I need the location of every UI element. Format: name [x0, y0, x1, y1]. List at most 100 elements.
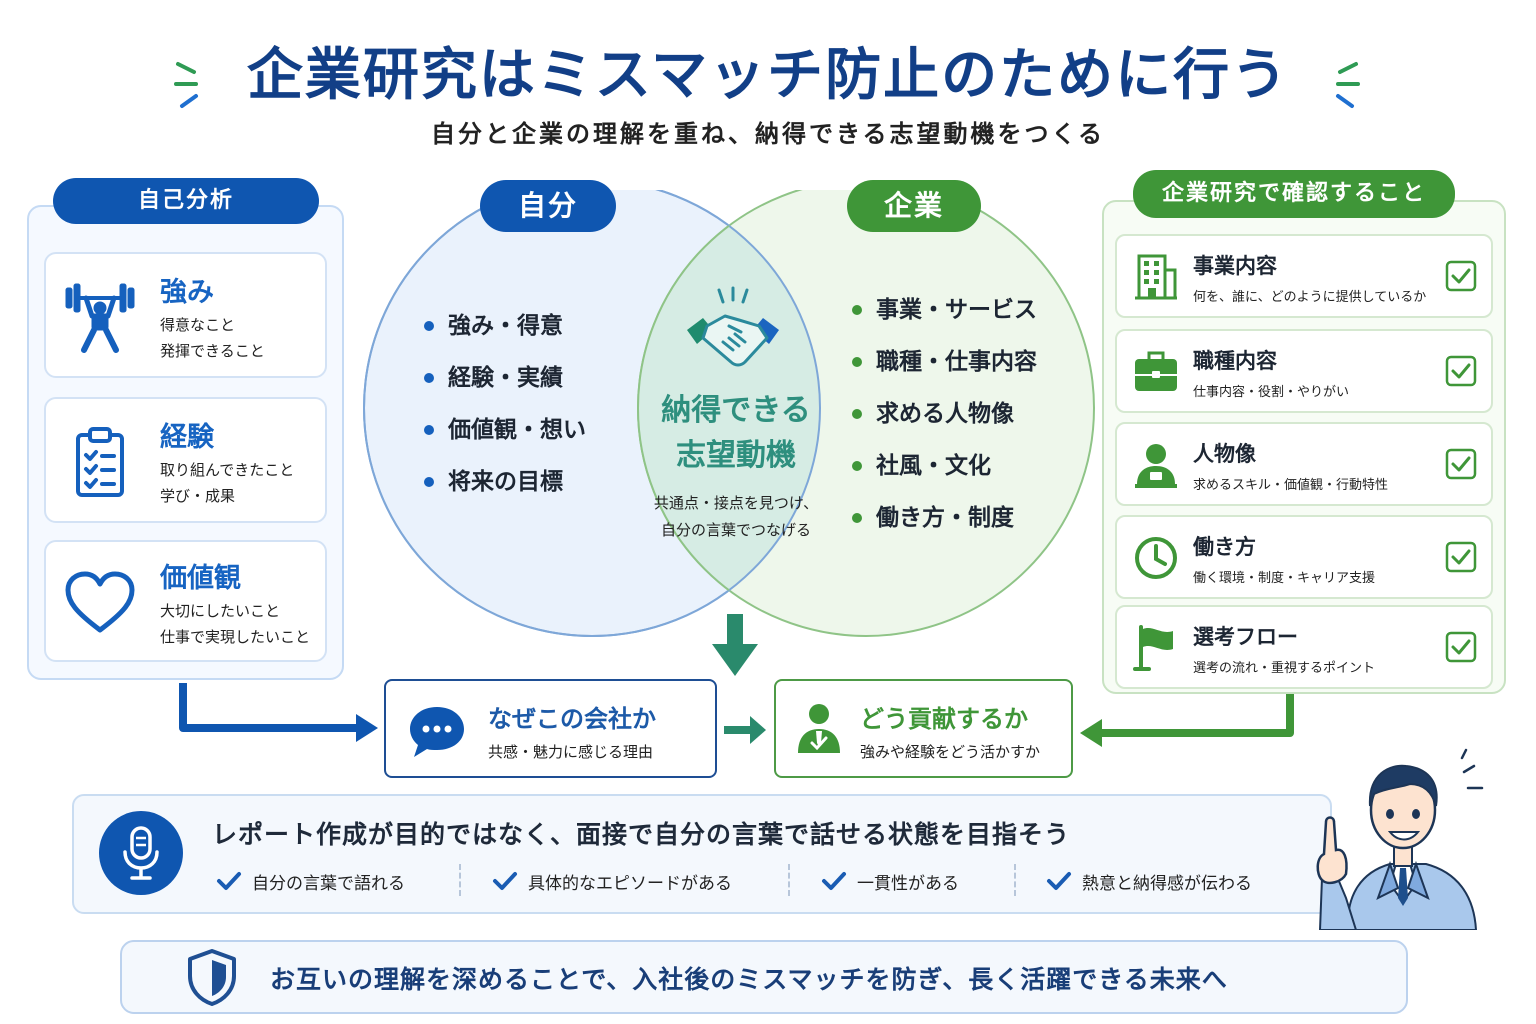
venn-self-label: 自分 [480, 180, 616, 232]
venn-overlap [638, 190, 820, 636]
building-icon [1135, 254, 1177, 300]
research-item-selection-flow: 選考フロー 選考の流れ・重視するポイント [1115, 605, 1493, 689]
self-analysis-card-strength: 強み 得意なこと 発揮できること [44, 252, 327, 378]
experience-desc-2: 学び・成果 [160, 487, 236, 505]
interview-goal-banner [72, 794, 1332, 914]
strength-desc-2: 発揮できること [160, 342, 265, 360]
page-subtitle: 自分と企業の理解を重ね、納得できる志望動機をつくる [430, 120, 1106, 148]
research-item-desc: 仕事内容・役割・やりがい [1193, 385, 1350, 400]
list-item: 働き方・制度 [852, 498, 1037, 550]
experience-title: 経験 [160, 422, 214, 453]
businessman-illustration [1316, 748, 1484, 930]
arrow-why-to-how [724, 726, 754, 734]
checkbox-checked-icon [1445, 448, 1477, 480]
research-item-job: 職種内容 仕事内容・役割・やりがい [1115, 329, 1493, 413]
experience-desc-1: 取り組んできたこと [160, 461, 295, 479]
weightlifter-icon [65, 283, 135, 353]
why-desc: 共感・魅力に感じる理由 [488, 743, 654, 761]
handshake-icon [687, 286, 779, 367]
businessperson-icon [798, 704, 840, 753]
venn-diagram [363, 190, 1095, 637]
goal-check-item: 熱意と納得感が伝わる [1046, 866, 1252, 896]
center-note-line1: 共通点・接点を見つけ、 [653, 494, 819, 512]
strength-desc-1: 得意なこと [160, 316, 236, 334]
checkbox-checked-icon [1445, 541, 1477, 573]
values-desc-2: 仕事で実現したいこと [160, 628, 311, 646]
arrow-self-to-why [179, 683, 358, 732]
sparkle-left-icon [174, 62, 198, 108]
flag-icon [1133, 625, 1173, 671]
research-item-title: 働き方 [1193, 535, 1256, 559]
goal-check-label: 一貫性がある [857, 873, 959, 894]
goal-check-label: 具体的なエピソードがある [528, 873, 732, 894]
shield-icon [188, 949, 236, 1006]
list-item: 価値観・想い [424, 410, 586, 462]
goal-check-label: 自分の言葉で語れる [252, 873, 405, 894]
person-icon [1135, 444, 1177, 488]
goal-check-item: 自分の言葉で語れる [216, 866, 405, 896]
research-item-desc: 選考の流れ・重視するポイント [1193, 661, 1376, 676]
how-desc: 強みや経験をどう活かすか [860, 743, 1041, 761]
divider [788, 864, 790, 896]
briefcase-icon [1135, 351, 1177, 391]
research-item-title: 選考フロー [1193, 625, 1298, 649]
research-item-desc: 求めるスキル・価値観・行動特性 [1193, 478, 1389, 493]
how-title: どう貢献するか [860, 705, 1028, 733]
self-analysis-card-experience: 経験 取り組んできたこと 学び・成果 [44, 397, 327, 523]
check-icon [822, 872, 846, 890]
research-item-persona: 人物像 求めるスキル・価値観・行動特性 [1115, 422, 1493, 506]
goal-check-item: 一貫性がある [821, 866, 959, 896]
list-item: 強み・得意 [424, 306, 586, 358]
interview-goal-title: レポート作成が目的ではなく、面接で自分の言葉で話せる状態を目指そう [212, 820, 1071, 849]
center-title-line2: 志望動機 [676, 438, 796, 473]
self-analysis-label: 自己分析 [53, 178, 319, 224]
goal-check-item: 具体的なエピソードがある [492, 866, 732, 896]
list-item: 社風・文化 [852, 446, 1037, 498]
arrow-venn-down [727, 614, 743, 646]
self-analysis-card-values: 価値観 大切にしたいこと 仕事で実現したいこと [44, 540, 327, 662]
company-research-label: 企業研究で確認すること [1133, 170, 1455, 218]
center-title-line1: 納得できる [661, 393, 811, 428]
values-desc-1: 大切にしたいこと [160, 602, 281, 620]
values-title: 価値観 [160, 563, 241, 594]
checkbox-checked-icon [1445, 355, 1477, 387]
list-item: 職種・仕事内容 [852, 342, 1037, 394]
heart-icon [65, 571, 135, 633]
microphone-icon [99, 811, 183, 895]
research-item-title: 人物像 [1193, 442, 1256, 466]
check-icon [1047, 872, 1071, 890]
center-note-line2: 自分の言葉でつなげる [660, 521, 811, 539]
research-item-desc: 何を、誰に、どのように提供しているか [1193, 290, 1427, 305]
why-title: なぜこの会社か [488, 705, 656, 733]
sparkle-right-icon [1336, 62, 1360, 108]
divider [1014, 864, 1016, 896]
bottom-message-banner [120, 940, 1408, 1014]
research-item-desc: 働く環境・制度・キャリア支援 [1193, 571, 1376, 586]
research-item-title: 事業内容 [1193, 254, 1277, 278]
venn-self-items: 強み・得意 経験・実績 価値観・想い 将来の目標 [424, 306, 586, 514]
venn-company-label: 企業 [847, 180, 981, 232]
divider [459, 864, 461, 896]
list-item: 将来の目標 [424, 462, 586, 514]
venn-company-items: 事業・サービス 職種・仕事内容 求める人物像 社風・文化 働き方・制度 [852, 290, 1037, 550]
check-icon [493, 872, 517, 890]
research-item-title: 職種内容 [1193, 349, 1277, 373]
how-contribute-box: どう貢献するか 強みや経験をどう活かすか [774, 679, 1073, 778]
research-item-business: 事業内容 何を、誰に、どのように提供しているか [1115, 234, 1493, 318]
clipboard-checklist-icon [76, 427, 124, 497]
goal-check-label: 熱意と納得感が伝わる [1082, 873, 1252, 894]
page-title: 企業研究はミスマッチ防止のために行う [246, 43, 1290, 108]
arrow-research-to-how [1100, 694, 1294, 737]
why-this-company-box: なぜこの会社か 共感・魅力に感じる理由 [384, 679, 717, 778]
strength-title: 強み [160, 277, 214, 308]
research-item-workstyle: 働き方 働く環境・制度・キャリア支援 [1115, 515, 1493, 599]
chat-bubble-icon [410, 707, 464, 757]
checkbox-checked-icon [1445, 260, 1477, 292]
check-icon [217, 872, 241, 890]
bottom-message: お互いの理解を深めることで、入社後のミスマッチを防ぎ、長く活躍できる未来へ [270, 965, 1228, 994]
clock-icon [1135, 537, 1177, 579]
list-item: 求める人物像 [852, 394, 1037, 446]
list-item: 事業・サービス [852, 290, 1037, 342]
checkbox-checked-icon [1445, 631, 1477, 663]
